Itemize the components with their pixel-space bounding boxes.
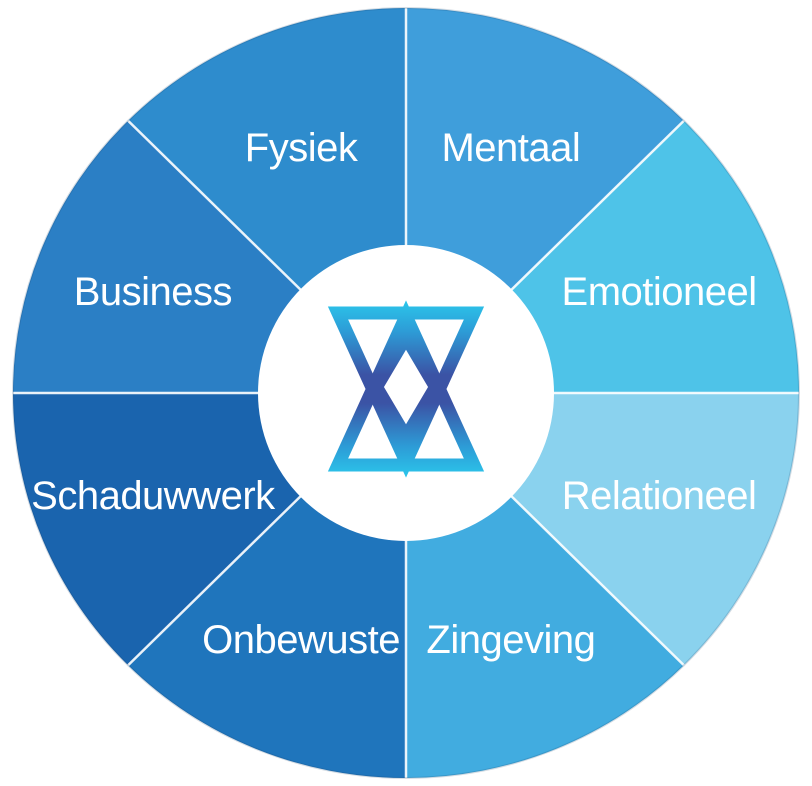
- segment-label-business: Business: [74, 270, 232, 314]
- hourglass-diamond-logo-icon: [327, 300, 485, 478]
- segment-label-mentaal: Mentaal: [441, 126, 580, 170]
- segment-label-fysiek: Fysiek: [245, 126, 359, 170]
- center-circle: [258, 245, 554, 541]
- segment-label-schaduwwerk: Schaduwwerk: [31, 474, 276, 518]
- segment-label-emotioneel: Emotioneel: [562, 270, 757, 314]
- segment-label-relationeel: Relationeel: [562, 474, 757, 518]
- segment-label-zingeving: Zingeving: [426, 618, 595, 662]
- logo-bottom-triangle: [327, 300, 485, 472]
- wheel-outer-rim: [12, 7, 800, 779]
- segment-label-onbewuste: Onbewuste: [202, 618, 400, 662]
- logo-center-diamond: [370, 326, 442, 448]
